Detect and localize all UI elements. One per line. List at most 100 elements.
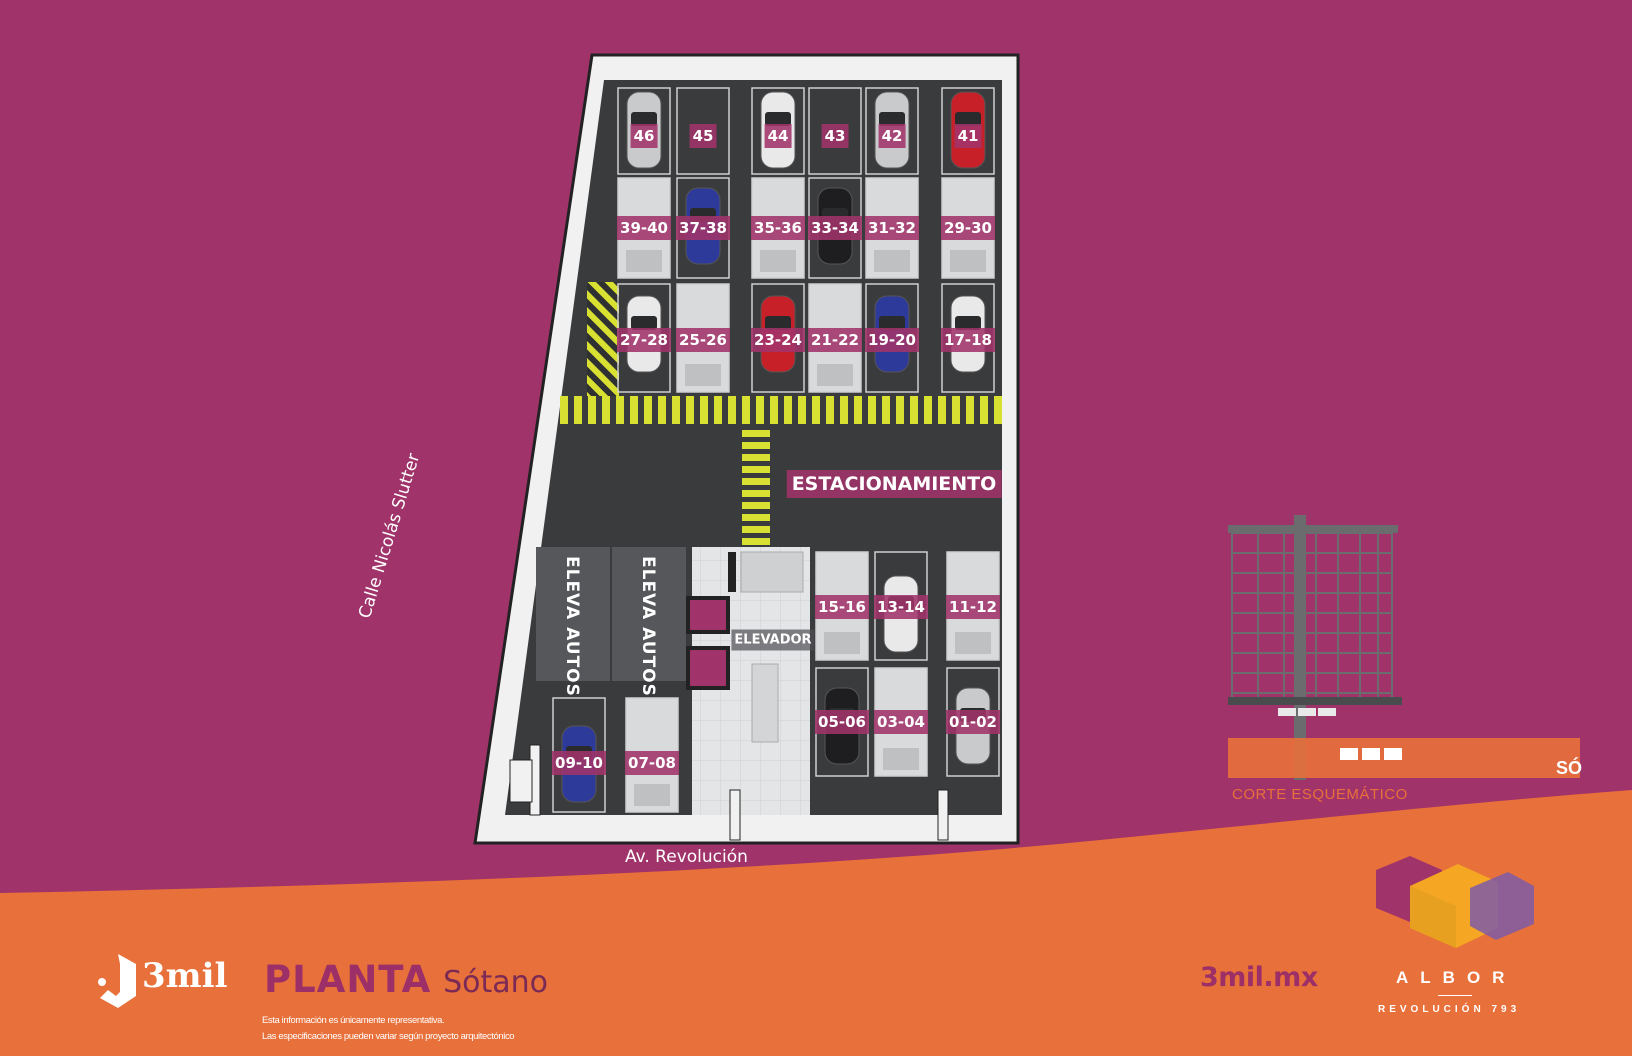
crosswalk-vertical [742,430,770,545]
brand-name: 3mil [142,956,228,996]
lift-platform [824,632,860,654]
spot-label-17-18: 17-18 [941,328,995,352]
section-level-tag: SÓ [1556,758,1583,778]
street-front-label: Av. Revolución [625,847,748,867]
parking-bay [941,87,995,175]
schematic-section [1228,515,1580,780]
car-lift-2 [612,547,686,681]
disclaimer-line-2: Las especificaciones pueden variar según… [262,1031,515,1042]
page-title: PLANTA Sótano [264,958,548,1001]
crosswalk-stripe [700,396,708,424]
spot-label-43: 43 [821,124,849,148]
section-caption: CORTE ESQUEMÁTICO [1232,786,1408,803]
crosswalk-stripe [826,396,834,424]
lift-platform [685,364,721,386]
crosswalk-stripe [952,396,960,424]
project-divider [1438,995,1472,996]
section-car-icon [1384,748,1402,760]
crosswalk-stripe [742,502,770,509]
spot-label-35-36: 35-36 [751,216,805,240]
crosswalk-stripe [854,396,862,424]
brand-logo-icon [98,954,136,1008]
crosswalk-stripe [840,396,848,424]
crosswalk-stripe [588,396,596,424]
project-name: ALBOR [1396,968,1517,987]
spot-label-01-02: 01-02 [946,710,1000,734]
lift-platform [817,364,853,386]
spot-label-45: 45 [689,124,717,148]
spot-label-21-22: 21-22 [808,328,862,352]
crosswalk-stripe [868,396,876,424]
core-divider [728,552,736,592]
crosswalk-stripe [966,396,974,424]
parking-bay [676,87,730,175]
website-link[interactable]: 3mil.mx [1200,962,1318,993]
spot-label-44: 44 [764,124,792,148]
crosswalk-stripe [672,396,680,424]
spot-label-23-24: 23-24 [751,328,805,352]
albor-logo-icon [1376,856,1534,948]
spot-label-37-38: 37-38 [676,216,730,240]
car-windshield [879,316,905,330]
wall-stub-4 [937,789,949,841]
elevator-shaft-2 [686,646,730,690]
section-car-icon [1298,708,1316,716]
spot-label-46: 46 [630,124,658,148]
crosswalk-stripe [742,538,770,545]
crosswalk-stripe [742,396,750,424]
car-windshield [955,316,981,330]
spot-label-11-12: 11-12 [946,595,1000,619]
section-car-icon [1278,708,1296,716]
spot-label-27-28: 27-28 [617,328,671,352]
lift-platform [950,250,986,272]
spot-label-42: 42 [878,124,906,148]
crosswalk-stripe [882,396,890,424]
crosswalk-stripe [784,396,792,424]
spot-label-39-40: 39-40 [617,216,671,240]
car-windshield [879,112,905,126]
car-windshield [631,112,657,126]
lift-platform [955,632,991,654]
crosswalk-stripe [770,396,778,424]
crosswalk-stripe [812,396,820,424]
parking-bay [751,87,805,175]
car-lift-1 [536,547,610,681]
spot-label-41: 41 [954,124,982,148]
spot-label-15-16: 15-16 [815,595,869,619]
section-car-icon [1318,708,1336,716]
parking-bay [808,87,862,175]
spot-label-31-32: 31-32 [865,216,919,240]
spot-label-03-04: 03-04 [874,710,928,734]
crosswalk-stripe [658,396,666,424]
crosswalk-stripe [574,396,582,424]
crosswalk-stripe [980,396,988,424]
area-label: ESTACIONAMIENTO [786,470,1002,498]
crosswalk-stripe [994,396,1002,424]
crosswalk-horizontal [560,396,1002,424]
title-bold: PLANTA [264,958,432,1001]
disclaimer-line-1: Esta información es únicamente represent… [262,1015,445,1026]
elevator-label: ELEVADOR [731,629,815,651]
crosswalk-stripe [630,396,638,424]
lift-platform [874,250,910,272]
spot-label-09-10: 09-10 [552,751,606,775]
stair-left [751,663,779,743]
crosswalk-stripe [742,454,770,461]
parking-bay [865,87,919,175]
car-windshield [955,112,981,126]
crosswalk-stripe [560,396,568,424]
hatched-zone [587,282,619,396]
crosswalk-stripe [644,396,652,424]
lift-platform [883,748,919,770]
crosswalk-stripe [742,442,770,449]
car-lift-label-1: ELEVA AUTOS [562,556,582,697]
spot-label-33-34: 33-34 [808,216,862,240]
crosswalk-stripe [742,526,770,533]
crosswalk-stripe [616,396,624,424]
core-wall [740,551,804,593]
section-car-icon [1362,748,1380,760]
crosswalk-stripe [686,396,694,424]
section-car-icon [1340,748,1358,760]
spot-label-13-14: 13-14 [874,595,928,619]
